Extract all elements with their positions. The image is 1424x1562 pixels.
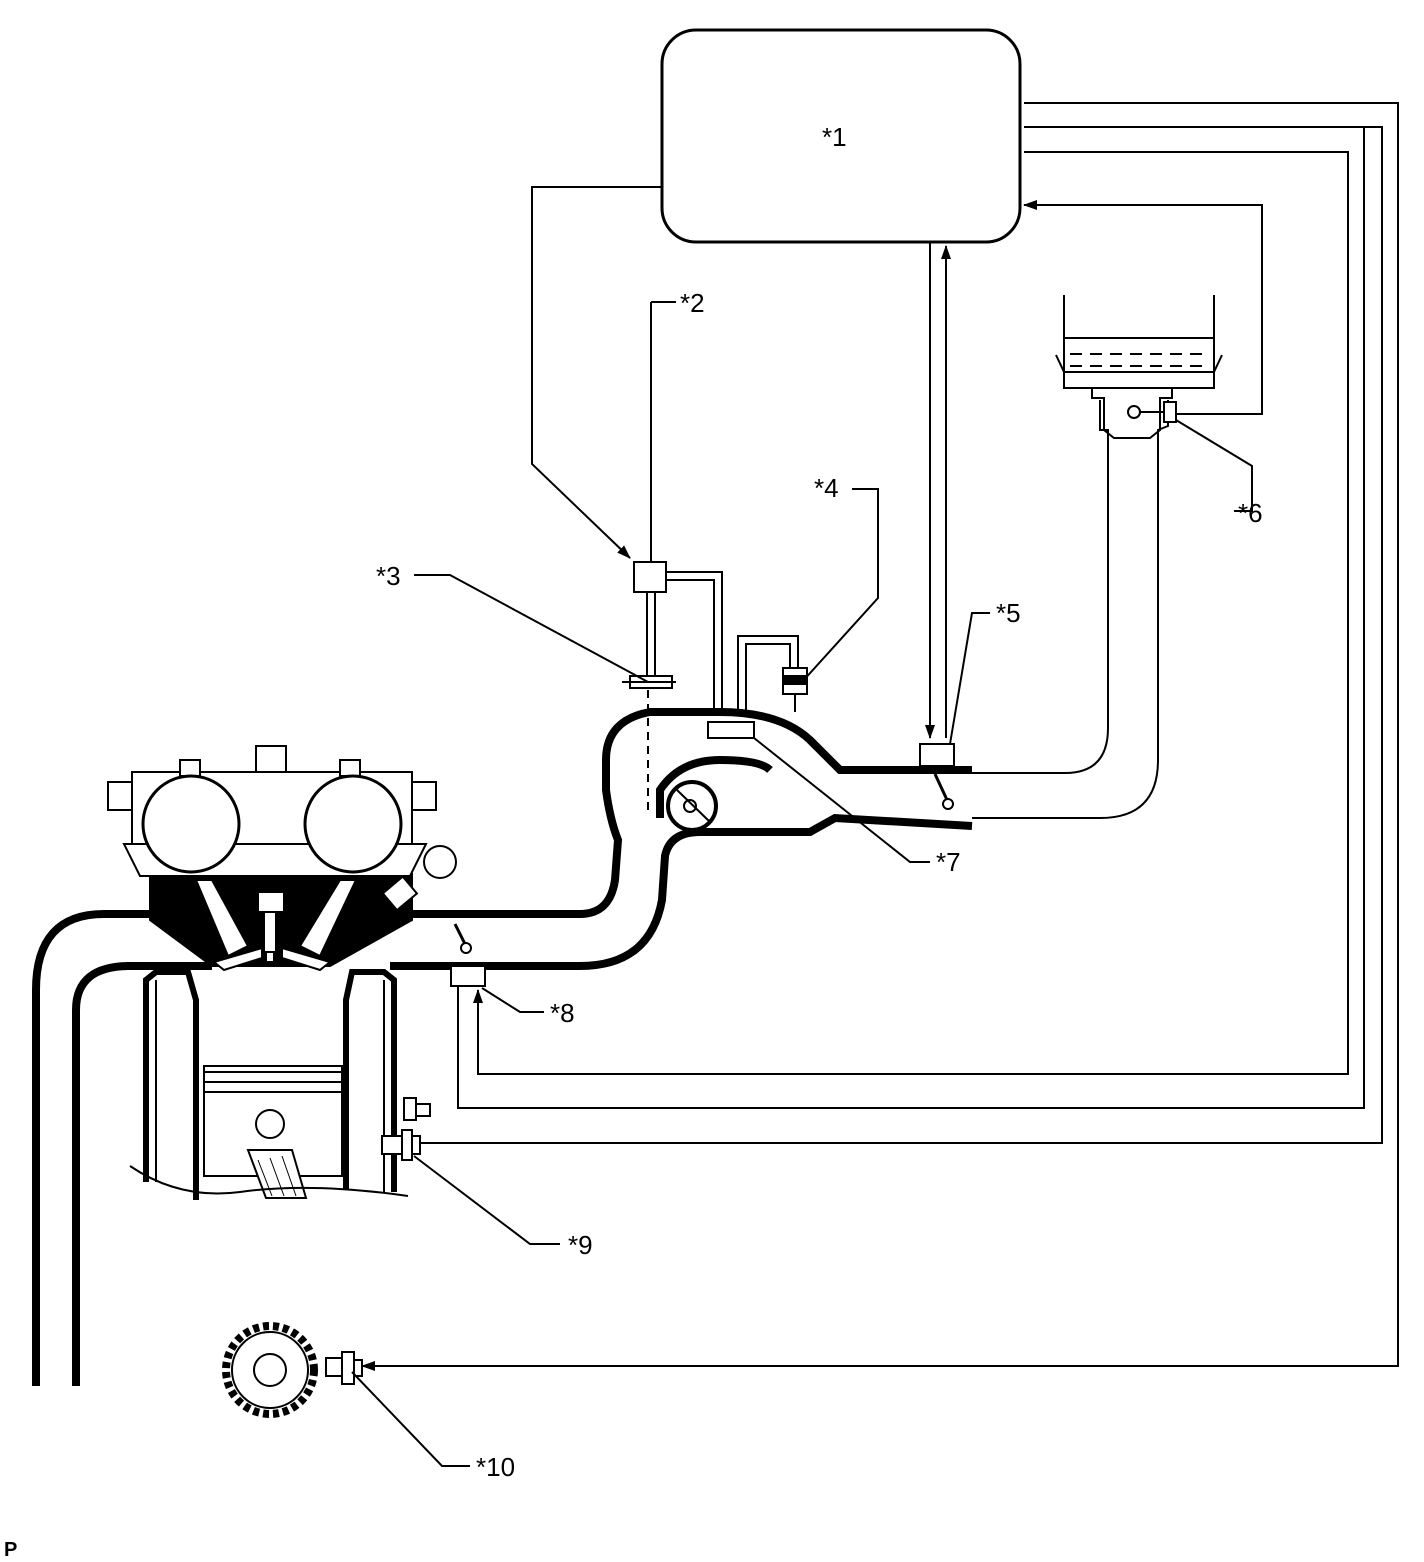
wire-sensor6-to-ecm xyxy=(1023,200,1263,415)
label-sensor10: *10 xyxy=(476,1452,515,1482)
label-sensor5: *5 xyxy=(996,598,1021,628)
label-sensor9: *9 xyxy=(568,1230,593,1260)
leader-lines xyxy=(351,419,1253,1467)
actuator-block xyxy=(633,561,667,593)
corner-mark: P xyxy=(4,1539,17,1561)
label-sensor8: *8 xyxy=(550,998,575,1028)
signal-wiring xyxy=(361,102,1399,1371)
label-ecm: *1 xyxy=(822,122,847,152)
ecm-box xyxy=(660,28,1022,244)
wire-sensor9-to-ecm xyxy=(361,102,1399,1371)
label-sensor4: *4 xyxy=(814,473,839,503)
label-actuator: *2 xyxy=(680,288,705,318)
label-sensor3: *3 xyxy=(376,561,401,591)
sensor8-body xyxy=(450,965,486,987)
sensor6-float xyxy=(1127,405,1141,419)
sensor6-body xyxy=(1163,401,1177,423)
throttle-valves xyxy=(450,721,955,987)
sensor10-body xyxy=(325,1357,343,1377)
actuator-assembly xyxy=(622,301,723,812)
crank-sprocket xyxy=(222,1322,363,1418)
intake-duct xyxy=(150,400,1169,970)
wire-knock xyxy=(418,126,1383,1144)
fuel-tank xyxy=(1055,295,1223,439)
label-sensor7: *7 xyxy=(936,847,961,877)
wire-ecm-to-actuator xyxy=(531,186,662,559)
sensor7-block xyxy=(707,721,755,739)
label-sensor6: *6 xyxy=(1238,498,1263,528)
wire-sensor8-return xyxy=(457,126,1365,1109)
sensor5-body xyxy=(919,743,955,767)
sensor4-assembly xyxy=(737,635,808,712)
wire-sensor8-to-ecm xyxy=(473,151,1349,1075)
engine-block xyxy=(32,745,457,1386)
